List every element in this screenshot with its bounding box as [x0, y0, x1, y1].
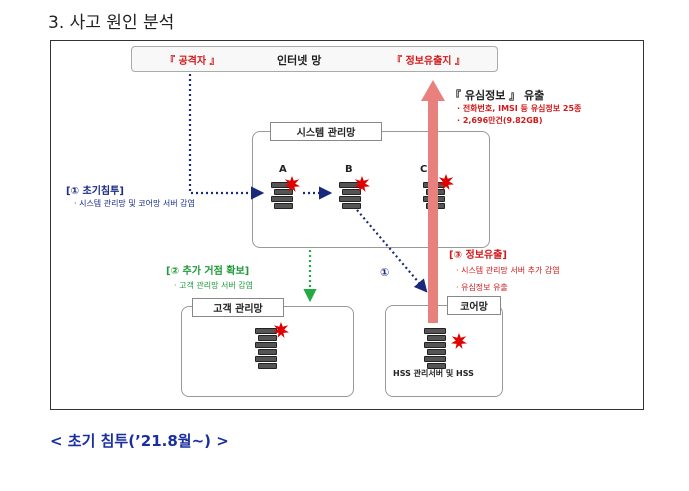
server-a-icon	[271, 182, 293, 210]
step3-title: [③ 정보유출]	[449, 250, 507, 261]
system-network-title: 시스템 관리망	[270, 122, 382, 141]
step3-item: · 유심정보 유출	[456, 283, 508, 292]
step1-desc: · 시스템 관리망 및 코어망 서버 감염	[74, 199, 195, 208]
attacker-label: 『 공격자 』	[165, 56, 220, 67]
leak-info-item: · 전화번호, IMSI 등 유심정보 25종	[457, 104, 582, 113]
server-b-label: B	[345, 164, 353, 175]
page-heading: 3. 사고 원인 분석	[48, 13, 175, 33]
step2-desc: · 고객 관리망 서버 감염	[174, 281, 253, 290]
attack-path-arrow	[188, 74, 265, 200]
internet-label: 인터넷 망	[277, 54, 322, 67]
customer-network-title: 고객 관리망	[192, 298, 284, 317]
customer-server-icon	[255, 328, 277, 370]
leak-arrow	[421, 80, 445, 323]
server-b-icon	[339, 182, 361, 210]
step3-item: · 시스템 관리망 서버 추가 감염	[456, 266, 560, 275]
diagram-caption: < 초기 침투(’21.8월~) >	[50, 432, 229, 450]
core-network-title: 코어망	[447, 296, 501, 315]
internet-bar	[131, 46, 498, 72]
leak-info-item: · 2,696만건(9.82GB)	[457, 116, 543, 125]
server-c-label: C	[420, 164, 428, 175]
leak-site-label: 『 정보유출지 』	[392, 56, 465, 67]
step1-marker: ①	[380, 266, 390, 279]
step2-title: [② 추가 거점 확보]	[166, 266, 250, 277]
server-a-label: A	[279, 164, 287, 175]
leak-info-title: 『 유심정보 』 유출	[450, 89, 545, 102]
core-infection-arrow	[356, 209, 428, 293]
diagram-frame	[50, 40, 644, 410]
hss-server-icon	[424, 328, 446, 370]
hss-server-label: HSS 관리서버 및 HSS	[393, 369, 474, 378]
step1-title: [① 초기침투]	[66, 186, 124, 197]
